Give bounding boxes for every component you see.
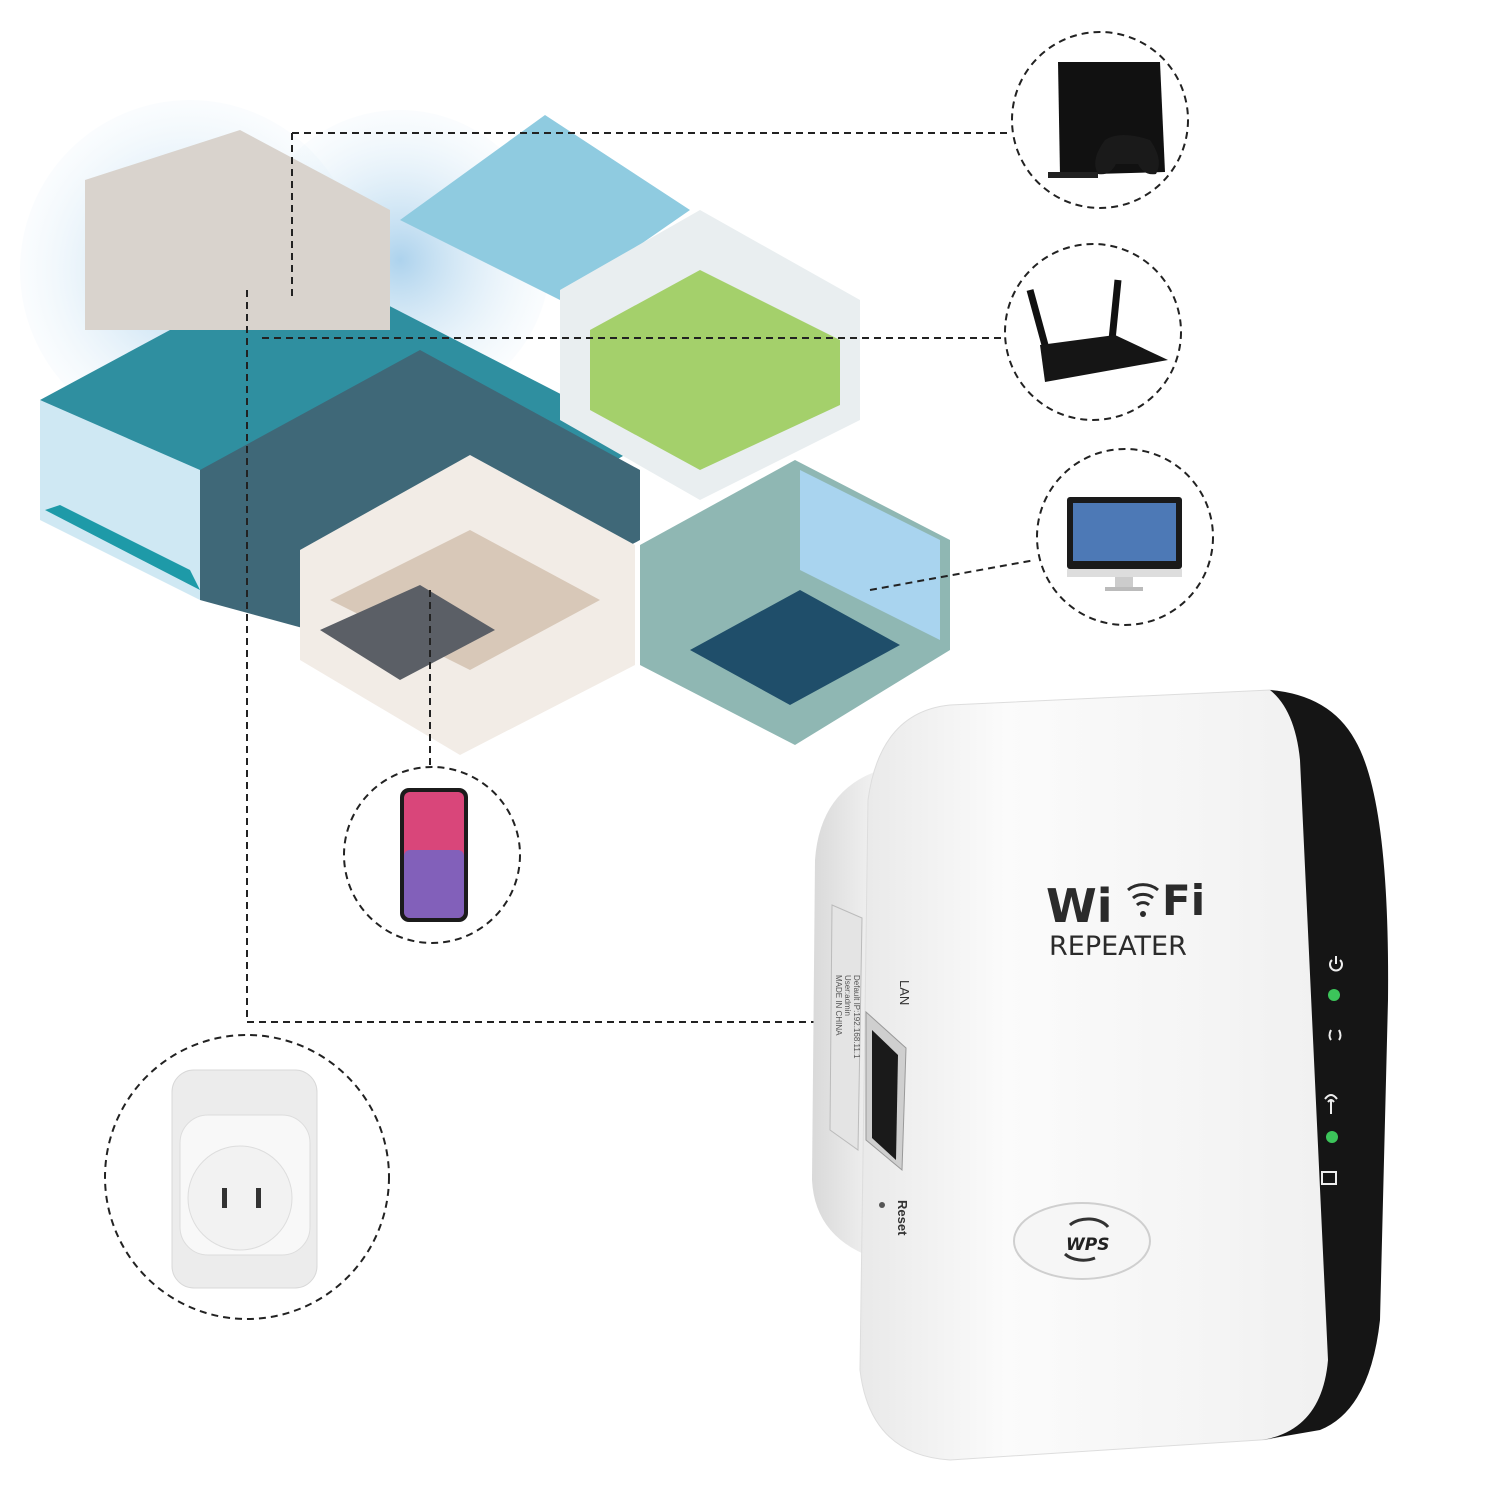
label-user: User:admin <box>843 975 852 1016</box>
power-led <box>1328 989 1340 1001</box>
game-console-icon <box>1048 62 1165 178</box>
connection-lines <box>246 132 1036 1023</box>
wps-arrow-icon <box>1063 1252 1096 1262</box>
router-circle <box>1004 243 1182 421</box>
monitor-icon <box>1067 497 1182 591</box>
reset-label: Reset <box>895 1200 910 1236</box>
wps-button[interactable] <box>1013 1202 1151 1280</box>
wps-arrow-icon <box>1068 1217 1110 1228</box>
wps-label: WPS <box>1066 1235 1109 1255</box>
lan-status-icon <box>1321 1171 1337 1185</box>
brand-fi: Fi <box>1162 876 1205 925</box>
wifi-repeater <box>812 689 1389 1461</box>
label-default-ip: Default IP:192.168.11.1 <box>852 975 861 1059</box>
house-floorplan <box>20 100 950 755</box>
lan-port-label: LAN <box>897 980 912 1005</box>
smartphone-icon <box>400 788 468 922</box>
wifi-antenna-icon <box>1324 1094 1338 1114</box>
brand-wi: Wi <box>1046 879 1113 933</box>
wifi-led <box>1326 1131 1338 1143</box>
repeater-subtitle: REPEATER <box>1049 931 1187 962</box>
router-icon <box>1026 279 1168 382</box>
wifi-signal-icon <box>1127 883 1159 907</box>
label-made-in: MADE IN CHINA <box>834 975 843 1036</box>
power-icon <box>1329 956 1343 972</box>
link-icon <box>1328 1029 1342 1041</box>
plug-icon <box>171 1069 318 1289</box>
